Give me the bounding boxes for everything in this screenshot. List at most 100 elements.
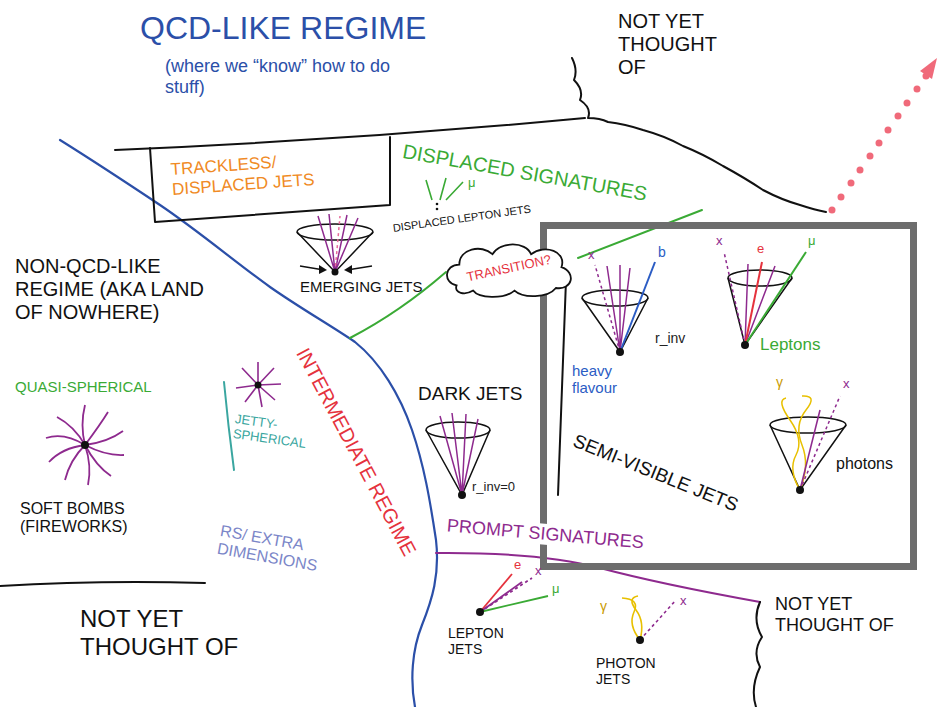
map-label: x [588,248,595,263]
lepton-jet-spray-part [476,608,484,616]
box-text: photons [836,455,893,473]
region-border-part [224,382,234,470]
map-label: TRACKLESS/ DISPLACED JETS [170,146,372,199]
region-border [0,58,826,707]
soft-bomb-burst-part [83,405,86,445]
jetty-spherical-burst-part [255,382,262,389]
map-label: e [514,558,521,573]
pointer-dots-part [867,153,874,160]
soft-bomb-burst-part [65,445,85,480]
map-label: INTERMEDIATE REGIME [291,344,420,560]
jetty-spherical-burst [236,362,281,407]
map-label: DISPLACED SIGNATURES [401,140,649,206]
map-label: b [658,244,666,260]
heavy-flavour-cone-part [595,265,620,352]
pointer-dots-part [885,127,892,134]
map-label: γ [776,374,783,390]
dark-jet-cone-part [458,491,466,499]
map-label: LEPTON JETS [448,625,518,657]
map-label: QUASI-SPHERICAL [15,378,152,395]
pointer-dots-part [914,86,921,93]
soft-bomb-burst-part [85,445,89,485]
lepton-cone-part [745,252,806,345]
lepton-cone-part [741,341,749,349]
map-label: x [535,564,542,579]
pointer-dots-part [857,167,864,174]
region-border-part [60,140,437,707]
region-border-part [578,210,702,258]
displaced-lepton-jet-part [426,178,463,200]
map-label: EMERGING JETS [300,278,423,295]
region-border-part [558,280,566,495]
map-label: QCD-LIKE REGIME [140,10,426,47]
pointer-dots-part [895,113,902,120]
map-label: x [843,377,850,392]
photon-cone-part [796,486,804,494]
map-label: JETTY-SPHERICAL [232,412,315,453]
photon-jet-spray-part [636,636,644,644]
photon-jet-spray-part [632,596,642,640]
map-label: e [757,242,764,257]
heavy-flavour-cone-part [607,265,630,352]
cloud-shape [447,244,571,296]
soft-bomb-burst-part [49,445,85,462]
map-label: (where we “know” how to do stuff) [165,56,415,97]
map-label: RS/ EXTRA DIMENSIONS [216,522,350,581]
photon-jet-spray-part [640,600,676,640]
pointer-dots-part [848,180,855,187]
box-text: Leptons [760,335,821,355]
emerging-jet-cone-part [332,269,339,276]
displaced-lepton-jet-part [436,203,439,206]
pointer-dots-part [904,100,911,107]
pointer-dots-part [838,194,845,201]
box-text: heavy flavour [572,362,652,397]
lepton-jet-spray [476,574,548,616]
map-label: γ [600,598,607,614]
map-label: μ [468,176,476,191]
soft-bomb-burst-part [85,431,123,445]
displaced-lepton-jet [426,178,463,210]
lepton-cone [724,252,806,349]
heavy-flavour-cone-part [616,348,624,356]
soft-bomb-burst-part [81,441,89,449]
map-label: DARK JETS [418,383,523,405]
pointer-dots-part [876,140,883,147]
map-label: DISPLACED LEPTON JETS [392,203,532,235]
map-label: r_inv=0 [472,480,515,495]
photon-jet-spray [622,596,676,644]
region-border-part [436,553,760,602]
photon-cone-part [799,396,811,490]
emerging-jet-cone-part [335,216,340,272]
map-label: NOT YET THOUGHT OF [775,594,895,635]
map-label: x [680,594,687,609]
semi-visible-box: SEMI-VISIBLE JETSheavy flavourr_invLepto… [540,222,917,570]
emerging-jet-cone-part [318,214,358,272]
region-border-part [754,602,762,707]
pointer-dots-part [829,207,836,214]
heavy-flavour-cone [582,262,655,356]
emerging-jet-cone-part [297,224,373,240]
region-border-part [0,582,205,586]
map-label: NON-QCD-LIKE REGIME (AKA LAND OF NOWHERE… [15,255,215,324]
box-text: SEMI-VISIBLE JETS [570,430,742,516]
emerging-jet-cone-part [319,265,327,274]
displaced-lepton-jet-part [436,208,439,211]
dark-jet-cone-part [426,422,490,438]
map-label: μ [552,582,560,597]
emerging-jet-cone-part [344,265,352,274]
jetty-spherical-burst-part [236,362,281,407]
pointer-dots-part [920,58,937,79]
lepton-jet-spray-part [480,596,548,612]
lepton-cone-part [724,252,745,345]
soft-bomb-burst [46,405,124,485]
pointer-dots [829,58,938,214]
photon-cone-part [770,417,846,433]
transition-cloud: TRANSITION? [440,236,578,301]
soft-bomb-burst-part [57,417,85,445]
emerging-jet-cone [297,214,373,276]
map-label: NOT YET THOUGHT OF [618,10,736,79]
map-label: x [716,234,723,249]
map-label: SOFT BOMBS (FIREWORKS) [20,500,170,537]
photon-cone-part [800,396,840,490]
